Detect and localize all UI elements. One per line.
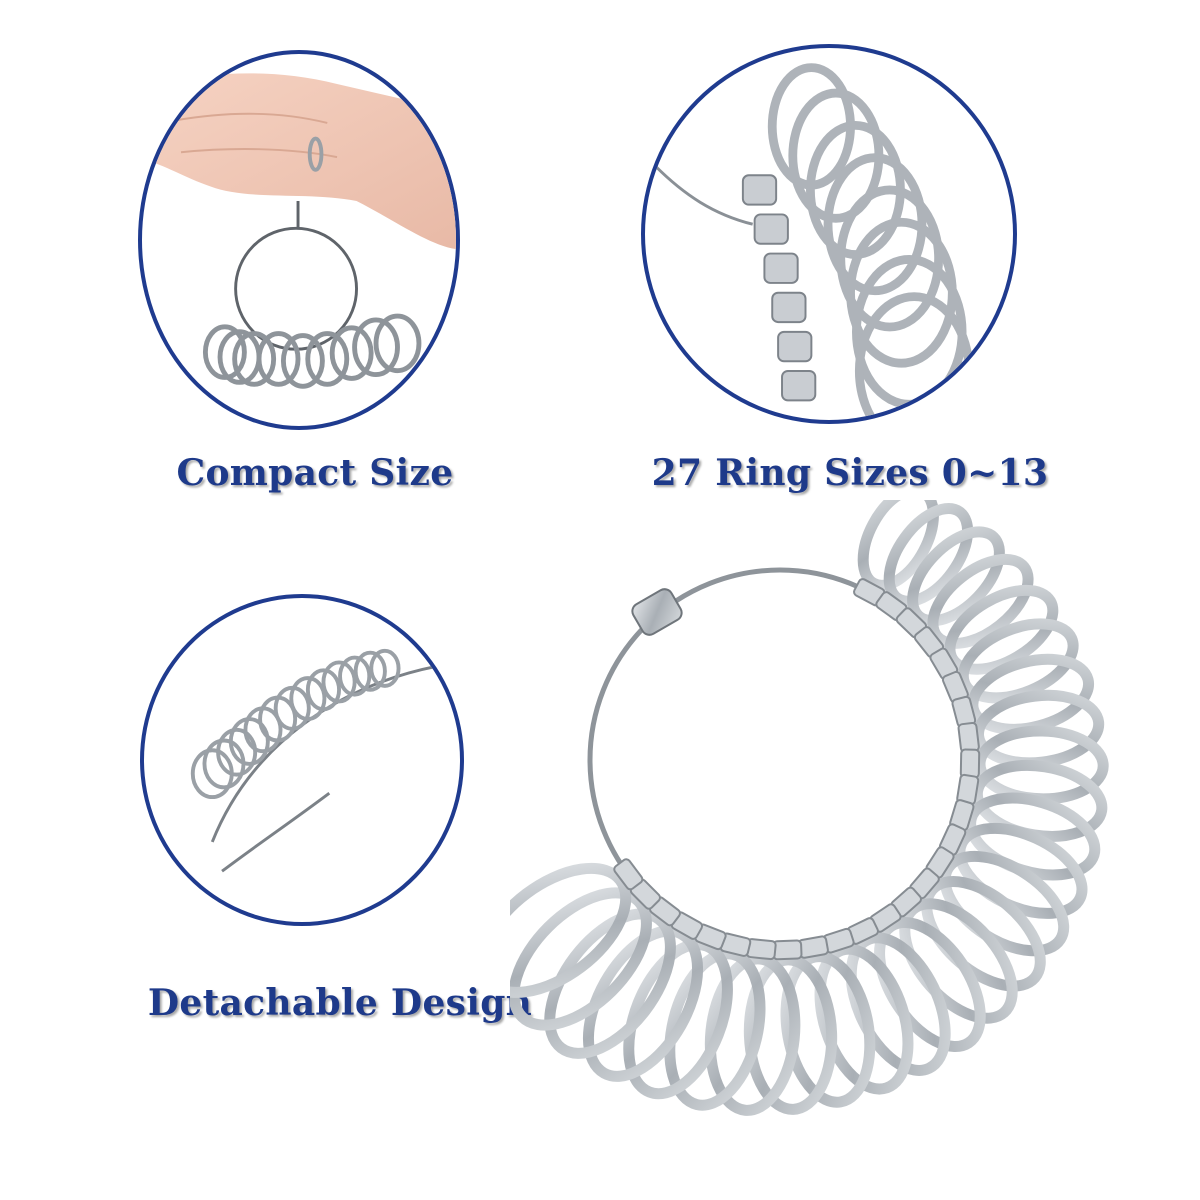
sizing-ring bbox=[927, 553, 1034, 649]
ring-sizer-product-image bbox=[510, 500, 1109, 1116]
size-tab bbox=[959, 748, 981, 779]
numbered-rings-closeup-image bbox=[653, 63, 974, 420]
size-tab bbox=[613, 858, 644, 891]
detached-rings-on-wire-image bbox=[190, 648, 437, 873]
detachable-design-caption: Detachable Design bbox=[147, 982, 533, 1024]
detachable-design-photo bbox=[140, 594, 464, 926]
sizing-ring bbox=[623, 938, 733, 1100]
ring-sizes-caption: 27 Ring Sizes 0~13 bbox=[651, 452, 1049, 494]
cable-lock-icon bbox=[631, 588, 683, 636]
sizing-ring bbox=[957, 618, 1079, 704]
compact-size-photo bbox=[138, 50, 460, 430]
size-tab bbox=[772, 939, 803, 961]
sizing-ring bbox=[944, 584, 1059, 675]
size-tab bbox=[957, 721, 980, 754]
compact-size-caption: Compact Size bbox=[176, 452, 454, 494]
sizing-ring bbox=[510, 862, 632, 998]
sizing-ring bbox=[664, 948, 766, 1111]
sizing-ring bbox=[780, 951, 876, 1108]
ring-sizes-closeup-photo bbox=[641, 44, 1017, 424]
sizing-ring bbox=[907, 526, 1005, 627]
hand-with-ring-sizer-image bbox=[142, 73, 456, 389]
